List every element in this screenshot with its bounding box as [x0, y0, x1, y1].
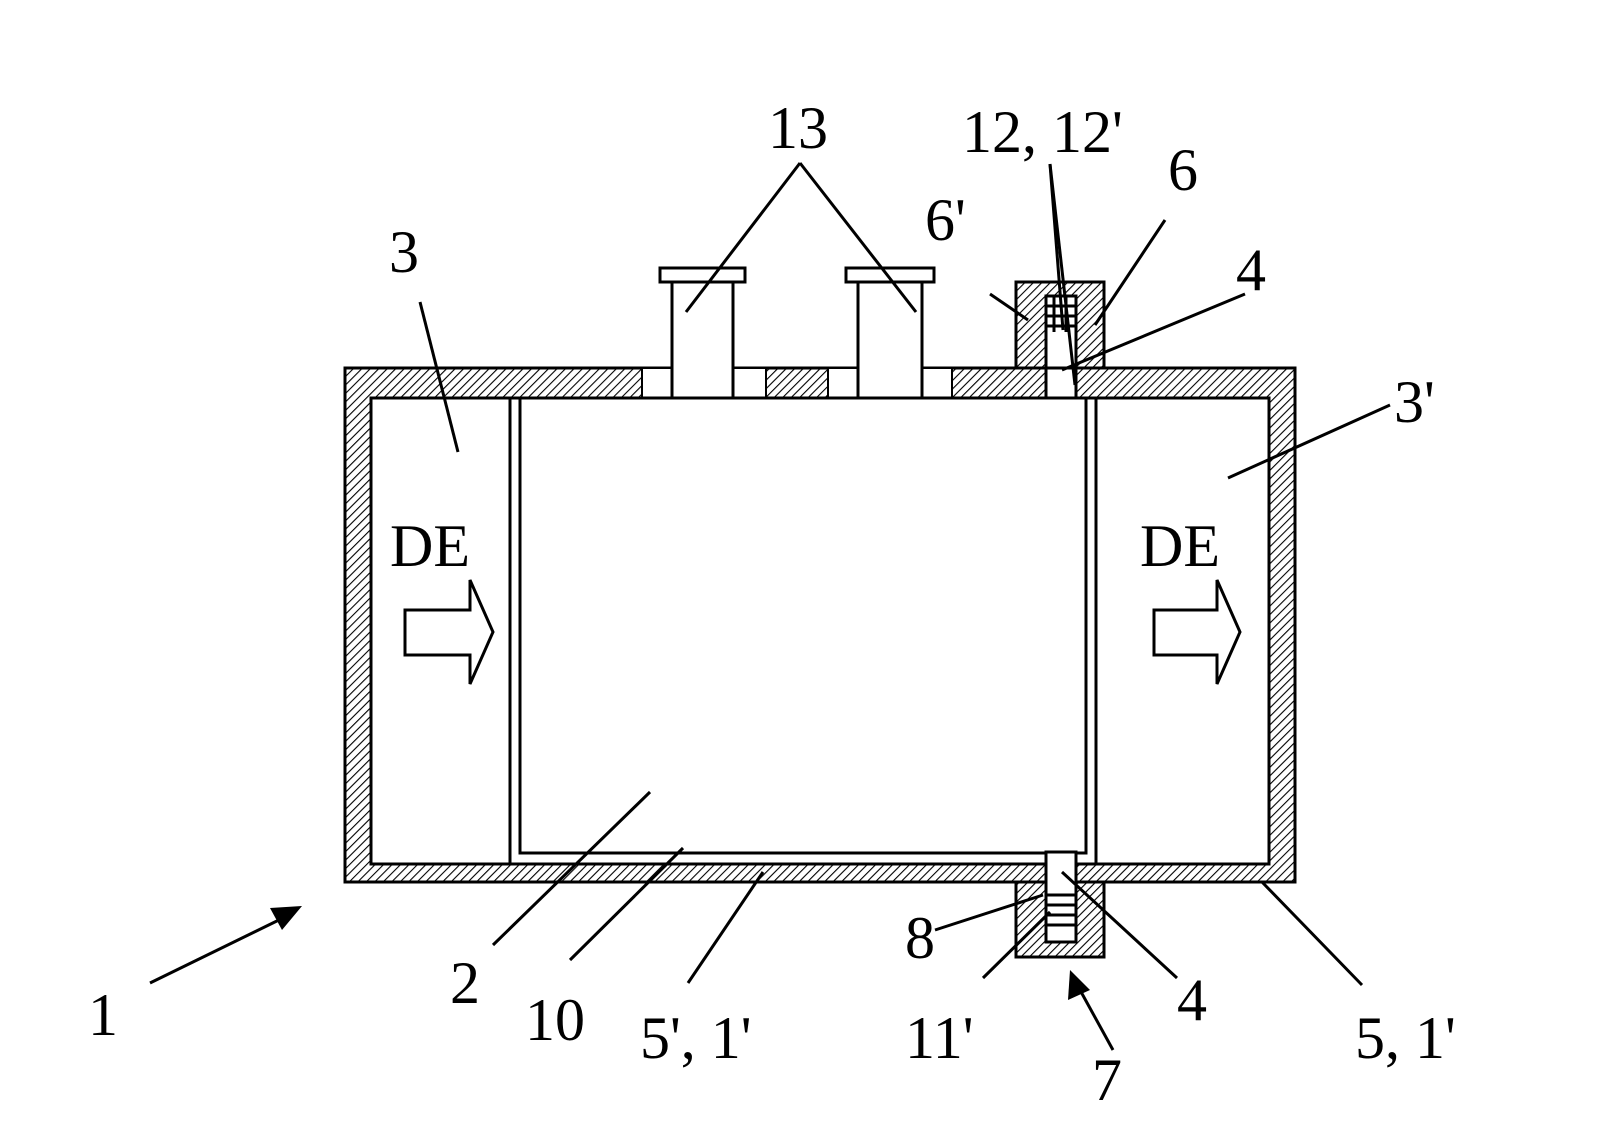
- port-left: [660, 268, 745, 398]
- label-flow-out: DE: [1140, 513, 1220, 579]
- label-inlet-chamber: 3: [389, 219, 419, 285]
- port-right: [846, 268, 934, 398]
- label-housing-shell: 5, 1': [1355, 1005, 1456, 1071]
- label-sensor-element-bottom: 4: [1177, 967, 1207, 1033]
- label-substrate: 2: [450, 950, 480, 1016]
- label-device: 1: [88, 982, 118, 1048]
- label-sensor-element: 4: [1236, 237, 1266, 303]
- label-ports: 13: [768, 95, 828, 161]
- label-outlet-chamber: 3': [1394, 369, 1435, 435]
- label-mount-top-prime: 6': [925, 187, 966, 253]
- label-contact-bottom: 8: [905, 905, 935, 971]
- label-sensor-bottom: 7: [1092, 1047, 1122, 1113]
- label-mount-top: 6: [1168, 137, 1198, 203]
- sensor-pointer-arrow: [1068, 970, 1113, 1050]
- label-contact-11: 11': [905, 1005, 974, 1071]
- substrate: [510, 398, 1096, 864]
- label-mat: 10: [525, 987, 585, 1053]
- label-flow-in: DE: [390, 513, 470, 579]
- label-housing-inner: 5', 1': [640, 1005, 752, 1071]
- device-pointer-arrow: [150, 906, 302, 983]
- label-contact-12: 12, 12': [962, 99, 1123, 165]
